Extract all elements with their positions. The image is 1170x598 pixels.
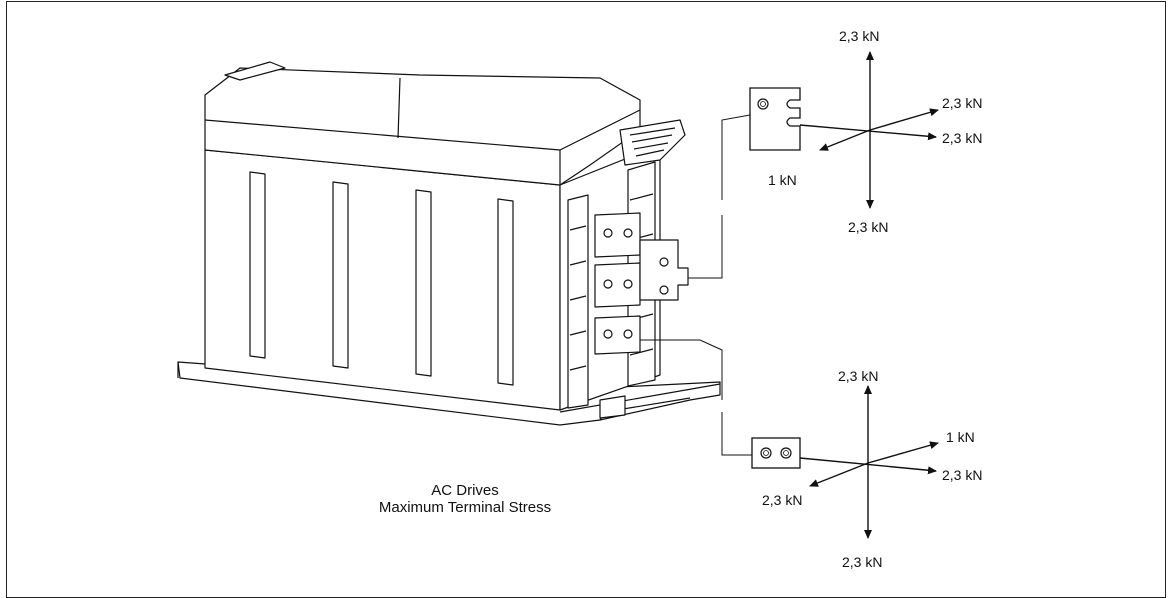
leader-lines <box>640 114 752 456</box>
lower-arrow-right <box>799 457 937 475</box>
upper-arrow-right <box>799 124 937 141</box>
lower-label-down: 2,3 kN <box>842 554 882 570</box>
lower-arrow-diag-down <box>809 462 869 487</box>
lower-arrow-diag-up <box>867 441 939 464</box>
lower-force-arrows <box>799 385 939 539</box>
lower-label-diag-up: 1 kN <box>946 429 975 445</box>
upper-label-diag-up: 2,3 kN <box>942 95 982 111</box>
upper-arrow-diag-up <box>869 108 939 131</box>
upper-force-arrows <box>799 51 939 209</box>
lower-label-up: 2,3 kN <box>838 368 878 384</box>
caption-title: AC Drives <box>431 482 499 499</box>
lower-label-right: 2,3 kN <box>942 467 982 483</box>
upper-terminal-detail: 2,3 kN 2,3 kN 2,3 kN 2,3 kN 1 kN <box>749 28 982 235</box>
upper-label-diag-down: 1 kN <box>768 172 797 188</box>
upper-busbar <box>749 87 801 151</box>
upper-arrow-diag-down <box>819 129 871 151</box>
upper-label-down: 2,3 kN <box>848 219 888 235</box>
lower-busbar <box>751 437 801 469</box>
upper-label-up: 2,3 kN <box>839 28 879 44</box>
diagram-caption: AC Drives Maximum Terminal Stress <box>340 482 590 516</box>
upper-label-right: 2,3 kN <box>942 130 982 146</box>
lower-terminal-detail: 2,3 kN 2,3 kN 1 kN 2,3 kN 2,3 kN <box>751 368 982 570</box>
caption-subtitle: Maximum Terminal Stress <box>378 499 552 516</box>
ac-drive-illustration <box>177 61 721 426</box>
lower-label-diag-down: 2,3 kN <box>762 492 802 508</box>
